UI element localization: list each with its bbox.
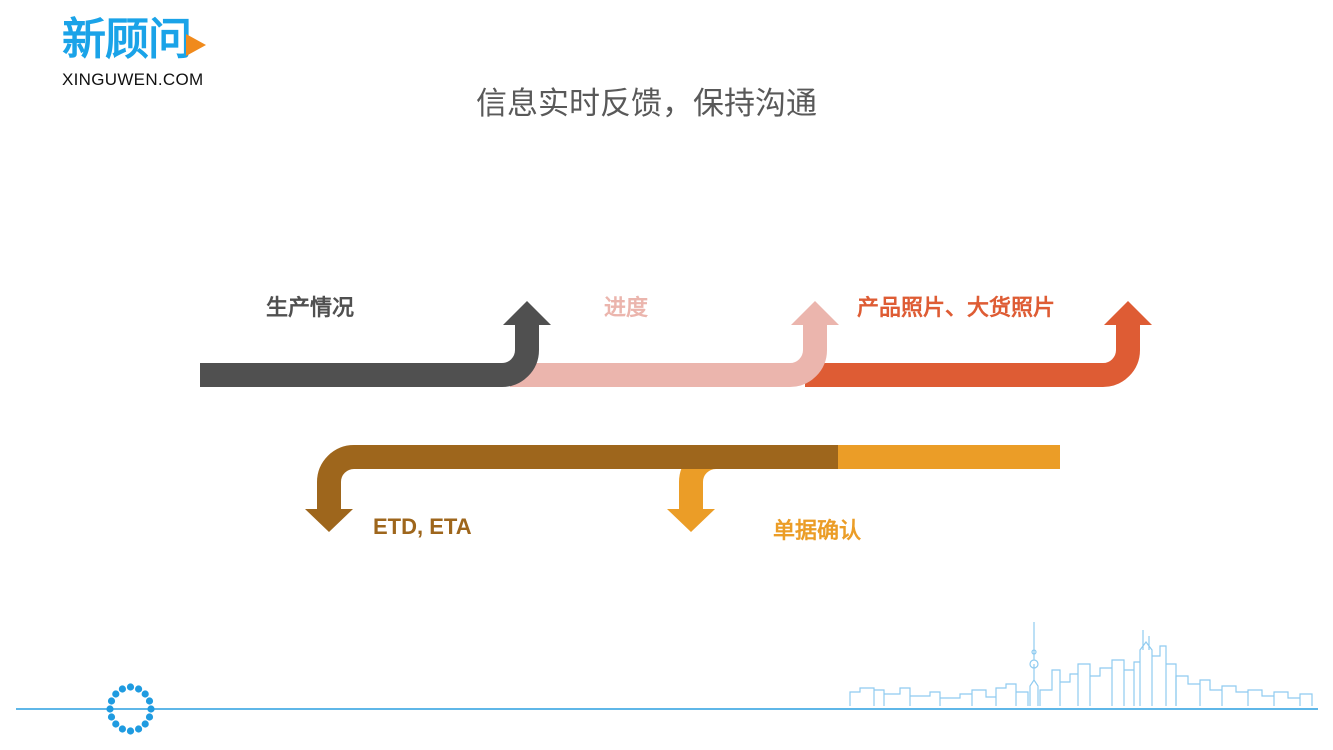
arrow-production-status-head	[503, 301, 551, 325]
logo-domain: XINGUWEN.COM	[62, 70, 204, 89]
arrow-etd-eta	[317, 445, 838, 510]
arrow-progress	[510, 322, 827, 387]
arrow-documents-confirm-head	[667, 509, 715, 532]
brand-logo: 新顾问 XINGUWEN.COM	[62, 14, 222, 92]
step-label-product-photos: 产品照片、大货照片	[857, 296, 1056, 321]
arrow-production-status	[200, 322, 539, 387]
step-label-production-status: 生产情况	[266, 296, 355, 321]
arrow-product-photos-head	[1104, 301, 1152, 325]
step-label-documents-confirm: 单据确认	[773, 519, 862, 544]
logo-name: 新顾问	[62, 14, 192, 65]
page-title: 信息实时反馈，保持沟通	[476, 86, 817, 122]
play-icon	[186, 34, 206, 56]
arrow-etd-eta-head	[305, 509, 353, 532]
dotted-circle-icon	[106, 683, 155, 735]
city-skyline-illustration	[849, 622, 1313, 706]
step-label-etd-eta: ETD, ETA	[373, 514, 472, 539]
arrow-product-photos	[805, 322, 1140, 387]
arrow-progress-head	[791, 301, 839, 325]
step-label-progress: 进度	[604, 296, 649, 321]
